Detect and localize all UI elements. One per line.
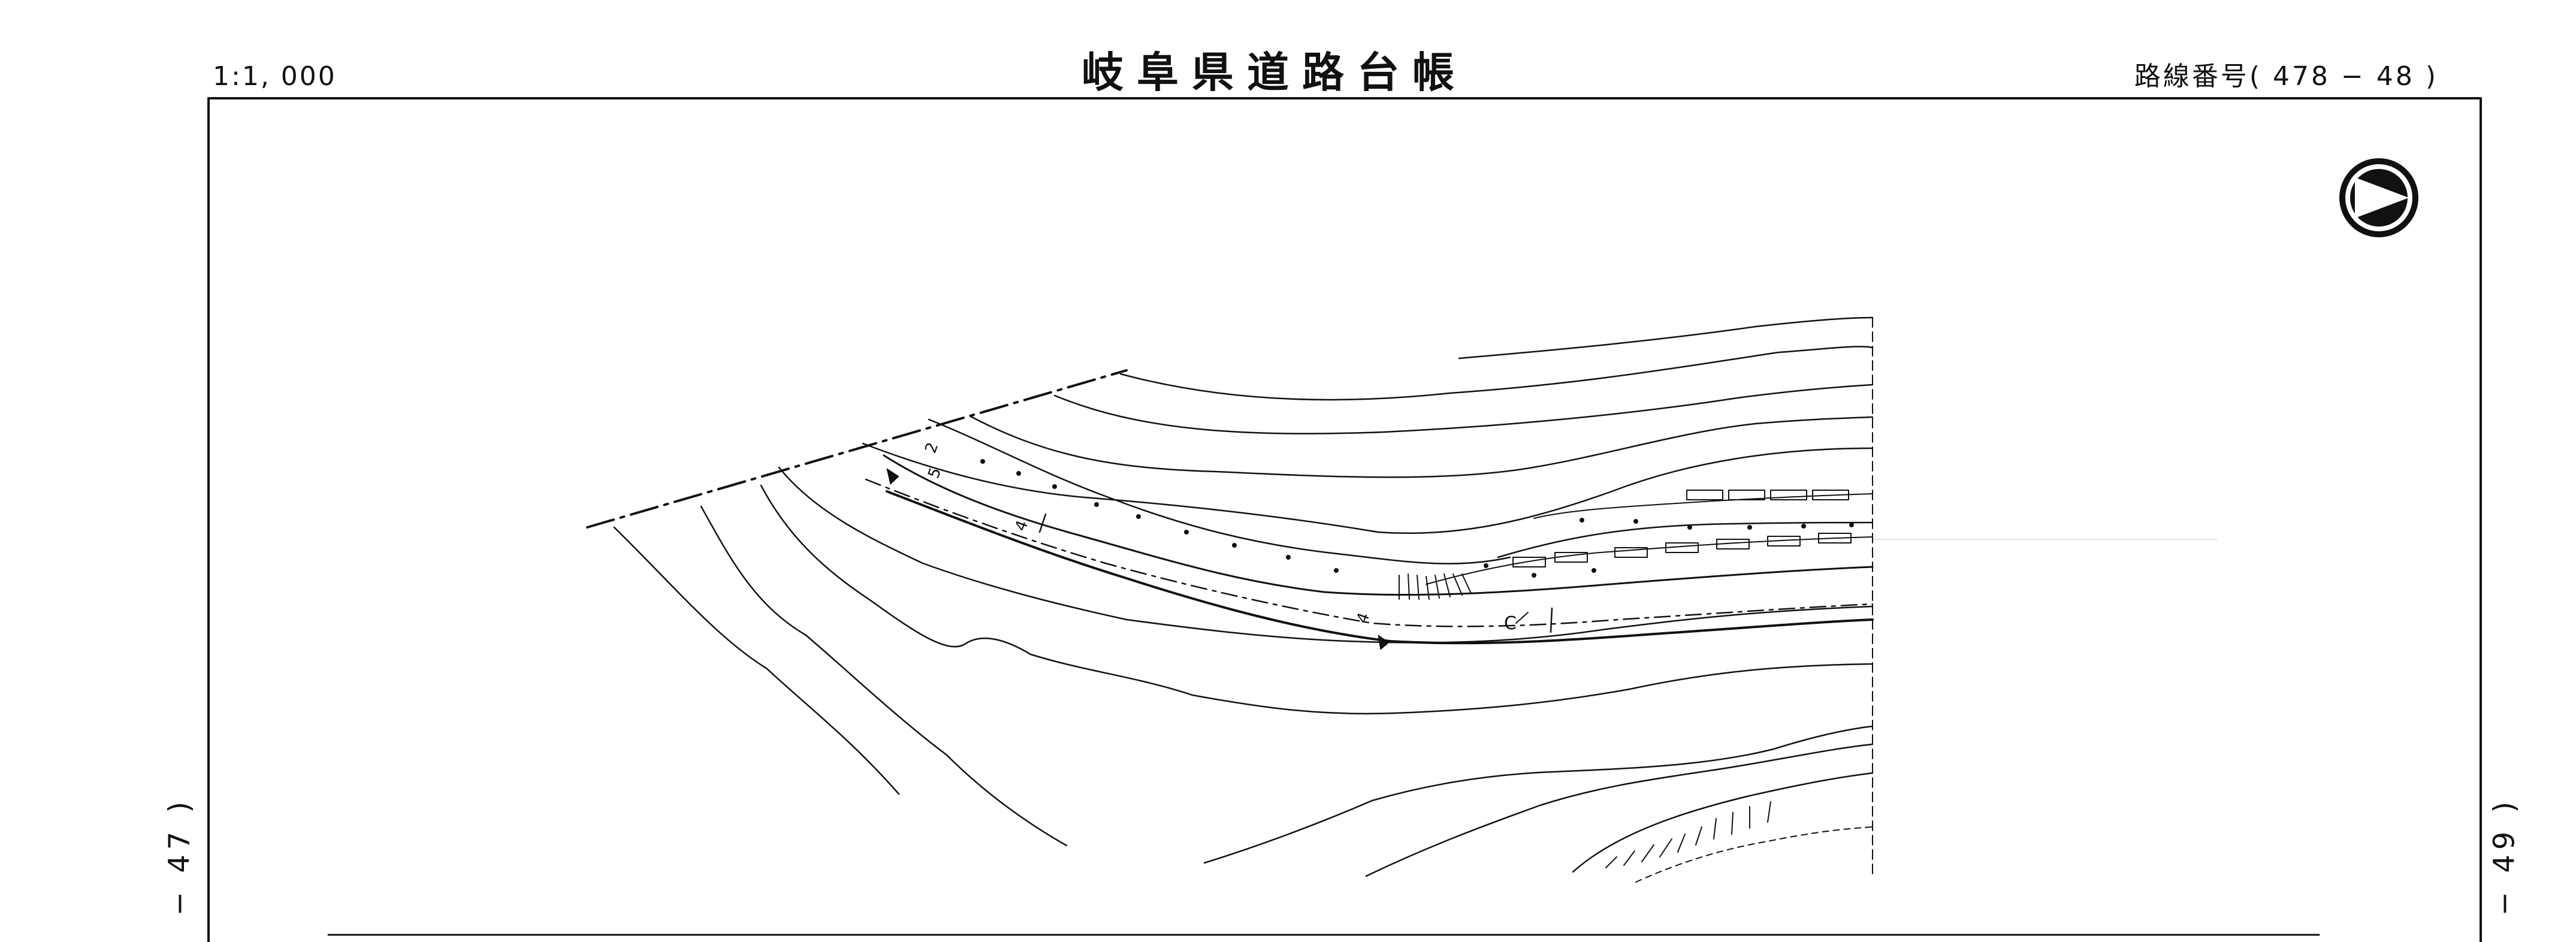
contour-line	[970, 415, 1874, 478]
slope-hachures	[1399, 573, 1472, 600]
map-scale: 1:1, 000	[213, 61, 337, 92]
retaining-wall-blocks	[1512, 490, 1852, 567]
road-edge-lower	[886, 490, 1874, 645]
map-frame-top	[207, 97, 2482, 942]
slope-inner	[1635, 826, 1873, 883]
slope-hachures-2	[1605, 801, 1771, 868]
contour-line	[862, 442, 1874, 535]
contour-line	[1119, 346, 1874, 401]
road-tick	[1038, 513, 1047, 533]
contour-line	[1053, 384, 1874, 434]
road-tick	[1515, 612, 1529, 624]
shoulder-dots	[980, 459, 1854, 578]
road-edge-upper	[883, 454, 1874, 596]
road-tick	[1550, 607, 1553, 633]
road-edge-north2	[1426, 536, 1873, 585]
road-marker-arrow	[1378, 635, 1390, 650]
route-number: 路線番号( 478 − 48 )	[2134, 61, 2438, 92]
north-arrow-icon	[2339, 158, 2418, 237]
road-label: 2	[922, 440, 942, 456]
contour-line	[1458, 316, 1874, 360]
boundary-line	[586, 369, 1128, 529]
contour-line	[760, 484, 1874, 715]
road-label: 4	[1353, 611, 1373, 626]
road-centerline	[865, 478, 1874, 627]
contour-line	[613, 526, 900, 795]
slope-arc	[1572, 772, 1874, 873]
contour-line	[1365, 743, 1874, 877]
road-shoulder-line	[1533, 493, 1873, 519]
road-edge-north	[928, 418, 1511, 564]
road-label: C	[1504, 613, 1517, 634]
contour-line	[1203, 725, 1874, 864]
contour-line	[700, 505, 1068, 847]
road-marker-arrow	[886, 468, 899, 485]
contour-line	[778, 466, 1874, 644]
road-shoulder	[1497, 521, 1874, 558]
map-title: 岐阜県道路台帳	[1082, 48, 1467, 97]
